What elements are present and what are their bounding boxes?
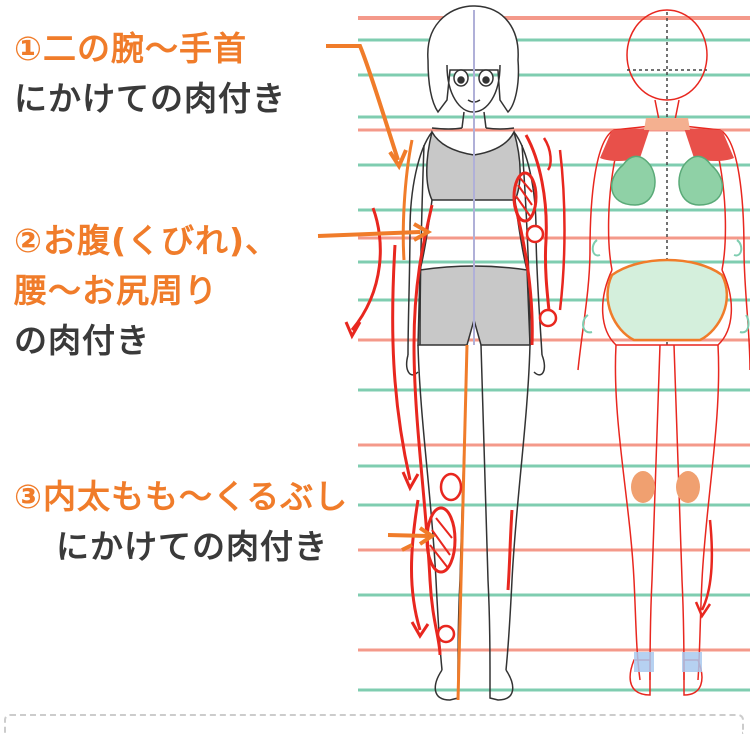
annotation-1-desc: にかけての肉付き	[14, 79, 286, 118]
annotation-2-title: ②お腹(くびれ)、	[14, 221, 280, 260]
annotation-3-title: ③内太もも〜くるぶし	[14, 477, 349, 516]
anatomy-fills	[582, 118, 750, 672]
annotation-2-desc: の肉付き	[14, 321, 150, 360]
anatomy-figure	[577, 9, 750, 696]
front-figure-overlay	[344, 10, 566, 701]
annotation-3-desc: にかけての肉付き	[56, 527, 328, 566]
dashed-frame	[4, 714, 744, 734]
guide-lines	[358, 16, 750, 692]
arrow-icon	[317, 44, 436, 552]
annotation-1-title: ①二の腕〜手首	[14, 29, 247, 68]
annotation-2-title-line2: 腰〜お尻周り	[14, 271, 218, 310]
